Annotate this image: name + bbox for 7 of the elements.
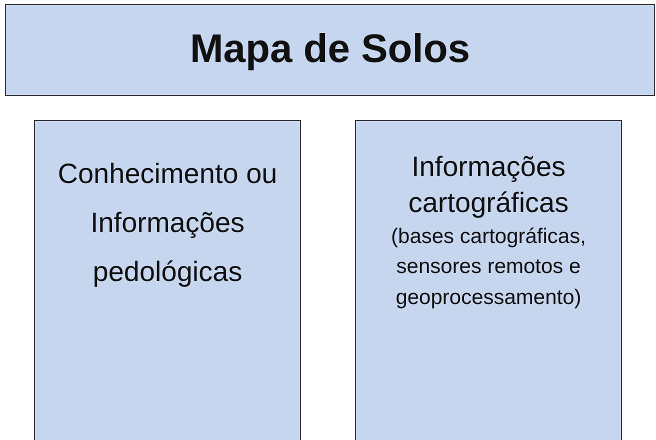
title-text: Mapa de Solos	[188, 26, 472, 73]
content-box	[355, 120, 622, 440]
content-box	[34, 120, 301, 440]
node-heading: Informações cartográficas	[407, 150, 570, 220]
title-box	[5, 4, 655, 96]
node-text: Conhecimento ou Informações pedológicas	[56, 157, 278, 289]
node-description: (bases cartográficas, sensores remotos e geoprocessamento)	[390, 224, 587, 311]
